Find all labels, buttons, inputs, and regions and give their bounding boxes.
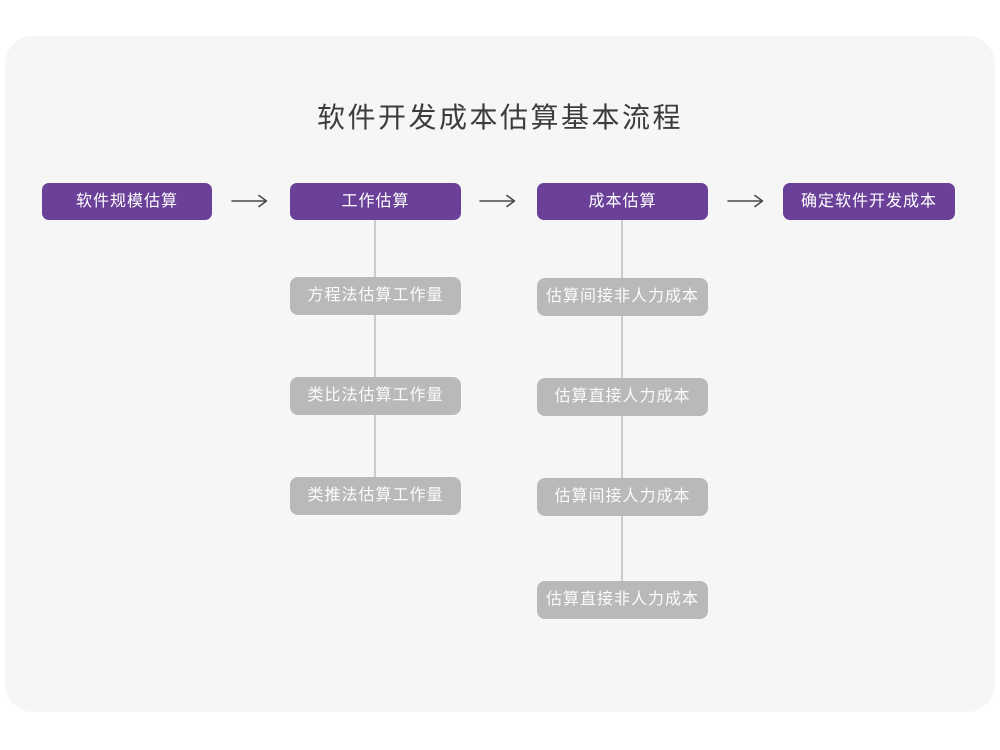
sub-node-extrapolation-method: 类推法估算工作量 xyxy=(290,477,461,515)
flow-node-cost-estimation: 成本估算 xyxy=(537,183,708,220)
connector-line-work-estimation xyxy=(374,220,376,478)
sub-node-direct-non-labor-cost: 估算直接非人力成本 xyxy=(537,581,708,619)
flow-node-determine-development-cost: 确定软件开发成本 xyxy=(783,183,955,220)
sub-node-equation-method: 方程法估算工作量 xyxy=(290,277,461,315)
flow-node-software-scale-estimation: 软件规模估算 xyxy=(42,183,212,220)
page-title: 软件开发成本估算基本流程 xyxy=(316,102,683,133)
sub-node-indirect-non-labor-cost: 估算间接非人力成本 xyxy=(537,278,708,316)
right-arrow-icon xyxy=(231,194,268,208)
canvas-card xyxy=(5,36,995,712)
right-arrow-icon xyxy=(727,194,764,208)
sub-node-analogy-method: 类比法估算工作量 xyxy=(290,377,461,415)
sub-node-indirect-labor-cost: 估算间接人力成本 xyxy=(537,478,708,516)
right-arrow-icon xyxy=(479,194,516,208)
sub-node-direct-labor-cost: 估算直接人力成本 xyxy=(537,378,708,416)
flow-node-work-estimation: 工作估算 xyxy=(290,183,461,220)
